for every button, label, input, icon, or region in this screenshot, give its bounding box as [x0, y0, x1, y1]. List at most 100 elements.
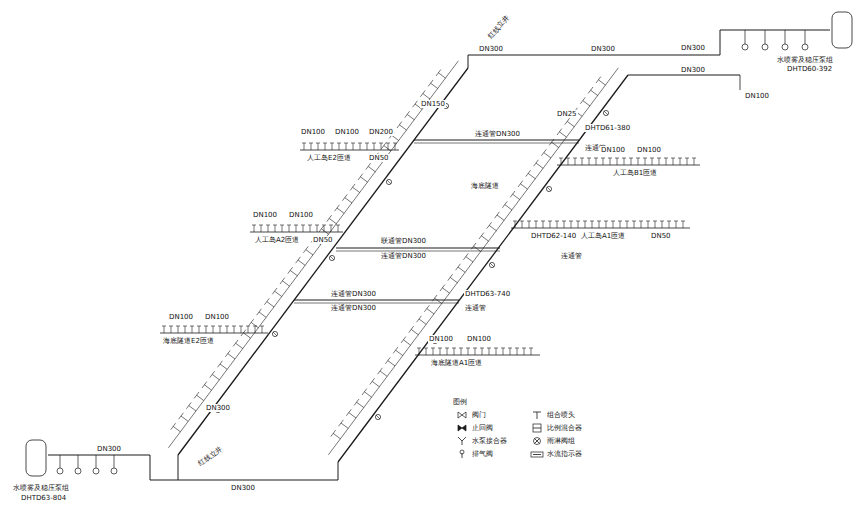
sprinkler-head [541, 149, 546, 155]
pump-symbol [93, 468, 99, 474]
sprinkler-drop [620, 221, 621, 228]
sprinkler-head [232, 326, 236, 327]
sprinkler-drop [213, 326, 214, 333]
legend-symbol [533, 412, 541, 413]
pipe-label: 连通管 [560, 252, 583, 260]
sprinkler-drop [550, 221, 551, 228]
sprinkler-drop [282, 225, 283, 232]
branch-pipe [415, 355, 540, 356]
water-tank [26, 440, 46, 476]
sprinkler-head [473, 348, 477, 349]
sprinkler-head [351, 143, 355, 144]
main-pipe [150, 455, 151, 480]
valve-group [273, 332, 277, 336]
sprinkler-drop [423, 94, 430, 99]
sprinkler-head [280, 278, 285, 284]
sprinkler-head [329, 225, 333, 226]
sprinkler-head [342, 194, 347, 200]
sprinkler-drop [475, 348, 476, 355]
sprinkler-drop [634, 221, 635, 228]
sprinkler-head [354, 399, 359, 405]
sprinkler-head [526, 170, 531, 176]
sprinkler-head [487, 222, 492, 228]
sprinkler-head [674, 221, 678, 222]
sprinkler-head [316, 143, 320, 144]
sprinkler-drop [655, 221, 656, 228]
sprinkler-head [252, 225, 256, 226]
sprinkler-head [393, 143, 397, 144]
sprinkler-drop [673, 158, 674, 165]
sprinkler-head [190, 326, 194, 327]
legend-symbol [460, 450, 464, 454]
sprinkler-drop [466, 257, 473, 262]
sprinkler-head [266, 225, 270, 226]
sprinkler-head [179, 413, 184, 419]
sprinkler-head [319, 226, 324, 232]
sprinkler-head [527, 221, 531, 222]
sprinkler-drop [687, 158, 688, 165]
sprinkler-drop [317, 225, 318, 232]
sprinkler-head [660, 221, 664, 222]
sprinkler-head [372, 143, 376, 144]
pipe-label: DN300 [230, 484, 256, 492]
pump-pipe [805, 30, 806, 44]
sprinkler-drop [683, 221, 684, 228]
sprinkler-head [448, 274, 453, 280]
valve-group [272, 331, 277, 336]
legend-text: 止回阀 [472, 424, 493, 433]
branch-pipe [557, 165, 700, 166]
pipe-label: 连通管DN300 [330, 290, 377, 298]
sprinkler-head [202, 382, 207, 388]
sprinkler-drop [652, 158, 653, 165]
pump-symbol [75, 468, 81, 474]
sprinkler-drop [598, 80, 605, 85]
sprinkler-drop [426, 348, 427, 355]
branch-pipe [511, 228, 690, 229]
pipe-label: DN100 [334, 128, 360, 136]
sprinkler-drop [528, 173, 535, 178]
sprinkler-head [417, 316, 422, 322]
sprinkler-head [401, 337, 406, 343]
sprinkler-head [646, 221, 650, 222]
sprinkler-head [331, 430, 336, 436]
sprinkler-head [379, 143, 383, 144]
sprinkler-head [381, 142, 386, 148]
legend-entry: 比例混合器 [530, 423, 582, 433]
sprinkler-drop [227, 326, 228, 333]
legend-entry: 水泵接合器 [455, 436, 507, 446]
sprinkler-drop [353, 187, 360, 192]
valve-group [603, 110, 608, 115]
sprinkler-head [671, 158, 675, 159]
sprinkler-drop [589, 158, 590, 165]
sprinkler-drop [669, 221, 670, 228]
pump-symbol [782, 44, 788, 50]
legend-text: 阀门 [472, 411, 486, 420]
pipe-label: 人工岛A2匝道 [254, 236, 300, 244]
pipe-label: 人工岛A1匝道 [580, 232, 626, 240]
branch-pipe [328, 68, 618, 455]
sprinkler-drop [220, 326, 221, 333]
valve-group [489, 262, 494, 267]
legend-symbol [455, 436, 469, 446]
pipe-label: DHTD62-140 [530, 232, 577, 240]
sprinkler-head [260, 326, 264, 327]
sprinkler-head [456, 264, 461, 270]
sprinkler-drop [610, 158, 611, 165]
sprinkler-head [515, 348, 519, 349]
sprinkler-drop [450, 277, 457, 282]
sprinkler-head [548, 221, 552, 222]
sprinkler-head [639, 221, 643, 222]
sprinkler-head [259, 225, 263, 226]
sprinkler-head [541, 221, 545, 222]
legend-symbol [537, 412, 538, 419]
sprinkler-head [225, 326, 229, 327]
legend-entry: 水流指示器 [530, 449, 582, 459]
sprinkler-head [459, 348, 463, 349]
sprinkler-drop [419, 319, 426, 324]
sprinkler-drop [341, 423, 348, 428]
sprinkler-head [463, 253, 468, 259]
sprinkler-head [664, 158, 668, 159]
sprinkler-head [479, 233, 484, 239]
sprinkler-head [438, 348, 442, 349]
